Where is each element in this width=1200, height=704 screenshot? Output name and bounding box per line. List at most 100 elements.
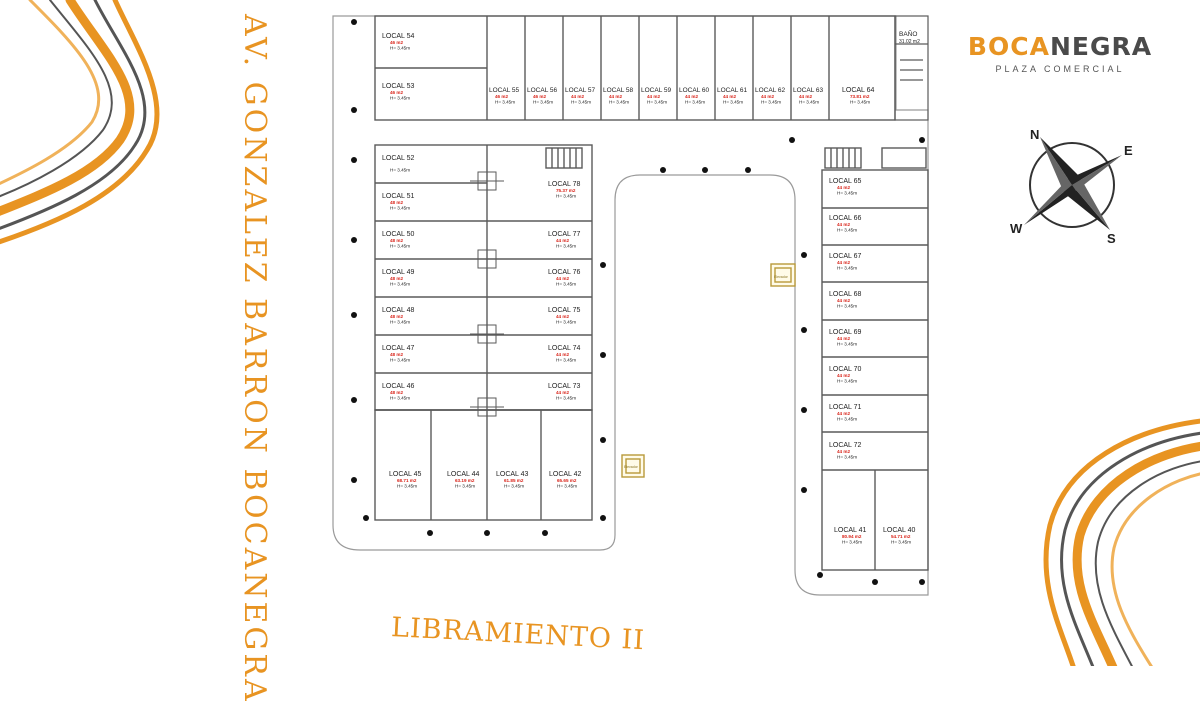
local-71-name: LOCAL 71 [829, 404, 862, 411]
local-55-area: 46 m2 [495, 94, 508, 99]
local-59-name: LOCAL 59 [641, 87, 671, 94]
local-68-name: LOCAL 68 [829, 291, 862, 298]
bathroom-area: 31.02 m2 [899, 39, 920, 45]
local-72-height: H= 3.45m [837, 455, 857, 460]
local-69-area: 44 m2 [837, 336, 850, 341]
local-70-name: LOCAL 70 [829, 366, 862, 373]
local-41-height: H= 3.45m [842, 540, 862, 545]
decorative-wave-top-left [0, 0, 160, 245]
compass-e: E [1124, 143, 1133, 158]
exterior-columns [351, 19, 925, 585]
local-75-area: 44 m2 [556, 314, 569, 319]
local-65-height: H= 3.45m [837, 191, 857, 196]
local-55-name: LOCAL 55 [489, 87, 519, 94]
local-74-height: H= 3.45m [556, 358, 576, 363]
brand-subtitle: PLAZA COMERCIAL [995, 64, 1125, 74]
local-40-area: 54.71 m2 [891, 534, 911, 539]
local-42-area: 65.65 m2 [557, 478, 577, 483]
local-47-name: LOCAL 47 [382, 345, 415, 352]
local-51-height: H= 3.45m [390, 206, 410, 211]
local-46-name: LOCAL 46 [382, 383, 415, 390]
local-74-area: 44 m2 [556, 352, 569, 357]
brand-logo: BOCANEGRA PLAZA COMERCIAL [955, 32, 1165, 74]
local-52-height: H= 3.45m [390, 168, 410, 173]
local-76-height: H= 3.45m [556, 282, 576, 287]
right-block [821, 147, 929, 571]
local-54-area: 46 m2 [390, 40, 403, 45]
local-62-area: 44 m2 [761, 94, 774, 99]
compass-n: N [1030, 127, 1039, 142]
site-outline [332, 15, 929, 596]
local-45-name: LOCAL 45 [389, 471, 422, 478]
local-62-name: LOCAL 62 [755, 87, 785, 94]
local-50-area: 48 m2 [390, 238, 403, 243]
local-53-name: LOCAL 53 [382, 83, 415, 90]
local-69-height: H= 3.45m [837, 342, 857, 347]
local-63-name: LOCAL 63 [793, 87, 823, 94]
local-67-height: H= 3.45m [837, 266, 857, 271]
local-62-height: H= 3.45m [761, 100, 781, 105]
local-60-area: 44 m2 [685, 94, 698, 99]
local-68-area: 44 m2 [837, 298, 850, 303]
local-69-name: LOCAL 69 [829, 329, 862, 336]
local-43-name: LOCAL 43 [496, 471, 529, 478]
local-58-name: LOCAL 58 [603, 87, 633, 94]
local-52-name: LOCAL 52 [382, 155, 415, 162]
local-73-name: LOCAL 73 [548, 383, 581, 390]
local-45-height: H= 3.45m [397, 484, 417, 489]
local-66-area: 44 m2 [837, 222, 850, 227]
local-48-area: 48 m2 [390, 314, 403, 319]
local-57-height: H= 3.45m [571, 100, 591, 105]
local-46-area: 48 m2 [390, 390, 403, 395]
local-75-height: H= 3.45m [556, 320, 576, 325]
compass-w: W [1010, 221, 1023, 236]
local-70-area: 44 m2 [837, 373, 850, 378]
column-markers [470, 165, 504, 423]
local-58-area: 44 m2 [609, 94, 622, 99]
local-59-area: 44 m2 [647, 94, 660, 99]
local-76-name: LOCAL 76 [548, 269, 581, 276]
local-66-name: LOCAL 66 [829, 215, 862, 222]
local-77-area: 44 m2 [556, 238, 569, 243]
local-61-area: 44 m2 [723, 94, 736, 99]
local-44-area: 63.19 m2 [455, 478, 475, 483]
local-59-height: H= 3.45m [647, 100, 667, 105]
local-58-height: H= 3.45m [609, 100, 629, 105]
local-54-height: H= 3.45m [390, 46, 410, 51]
local-78-height: H= 3.45m [556, 194, 576, 199]
local-76-area: 44 m2 [556, 276, 569, 281]
local-56-name: LOCAL 56 [527, 87, 557, 94]
local-40-height: H= 3.45m [891, 540, 911, 545]
local-78-name: LOCAL 78 [548, 181, 581, 188]
local-70-height: H= 3.45m [837, 379, 857, 384]
local-53-area: 46 m2 [390, 90, 403, 95]
local-44-name: LOCAL 44 [447, 471, 480, 478]
local-50-name: LOCAL 50 [382, 231, 415, 238]
elevator-markers [621, 263, 796, 478]
local-63-height: H= 3.45m [799, 100, 819, 105]
local-41-name: LOCAL 41 [834, 527, 867, 534]
local-43-height: H= 3.45m [504, 484, 524, 489]
street-label-left: AV. GONZALEZ BARRON BOCANEGRA [237, 14, 272, 704]
local-56-area: 46 m2 [533, 94, 546, 99]
local-64-name: LOCAL 64 [842, 87, 875, 94]
compass-s: S [1107, 231, 1116, 245]
local-48-height: H= 3.45m [390, 320, 410, 325]
bathroom-block [894, 15, 929, 121]
local-42-name: LOCAL 42 [549, 471, 582, 478]
local-48-name: LOCAL 48 [382, 307, 415, 314]
local-53-height: H= 3.45m [390, 96, 410, 101]
local-73-area: 44 m2 [556, 390, 569, 395]
local-64-area: 73.81 m2 [850, 94, 870, 99]
local-54-name: LOCAL 54 [382, 33, 415, 40]
compass-rose-icon: N E S W [1010, 127, 1133, 245]
local-49-name: LOCAL 49 [382, 269, 415, 276]
local-50-height: H= 3.45m [390, 244, 410, 249]
local-61-name: LOCAL 61 [717, 87, 747, 94]
local-56-height: H= 3.45m [533, 100, 553, 105]
local-73-height: H= 3.45m [556, 396, 576, 401]
local-43-area: 61.85 m2 [504, 478, 524, 483]
local-47-area: 48 m2 [390, 352, 403, 357]
local-49-height: H= 3.45m [390, 282, 410, 287]
